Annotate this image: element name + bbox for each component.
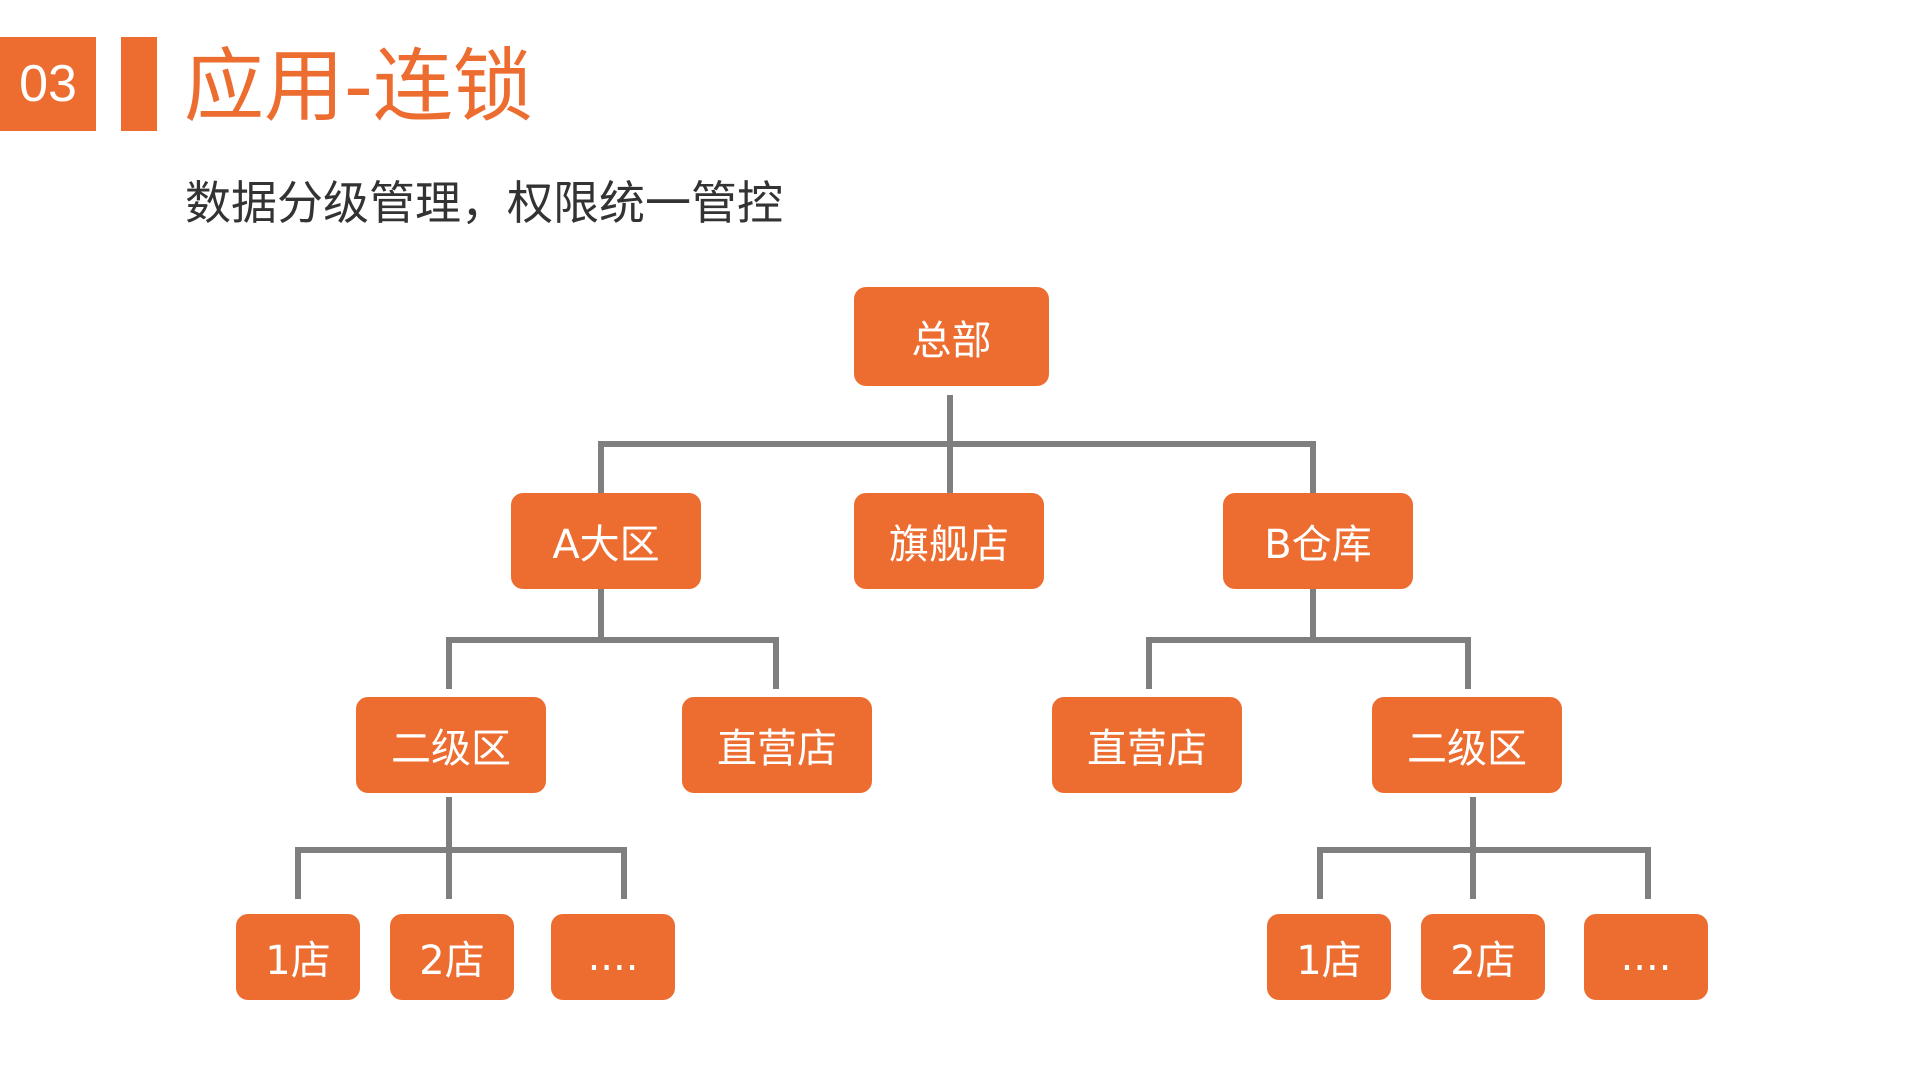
page-title: 应用-连锁 xyxy=(184,40,533,133)
node-region-a: A大区 xyxy=(511,493,701,589)
connector-region-a xyxy=(446,589,779,689)
node-b-store-2: 2店 xyxy=(1421,914,1545,1000)
section-number: 03 xyxy=(0,37,96,131)
node-a-direct-store: 直营店 xyxy=(682,697,872,793)
node-flagship-store: 旗舰店 xyxy=(854,493,1044,589)
connector-a-sub-region xyxy=(295,797,627,899)
node-a-more-stores: .... xyxy=(551,914,675,1000)
connector-b-sub-region xyxy=(1317,797,1651,899)
node-b-direct-store: 直营店 xyxy=(1052,697,1242,793)
node-b-store-1: 1店 xyxy=(1267,914,1391,1000)
node-b-sub-region: 二级区 xyxy=(1372,697,1562,793)
node-a-store-1: 1店 xyxy=(236,914,360,1000)
node-b-more-stores: .... xyxy=(1584,914,1708,1000)
connector-root xyxy=(598,395,1316,493)
page-subtitle: 数据分级管理，权限统一管控 xyxy=(185,176,783,230)
node-warehouse-b: B仓库 xyxy=(1223,493,1413,589)
node-a-store-2: 2店 xyxy=(390,914,514,1000)
connector-warehouse-b xyxy=(1146,589,1471,689)
node-headquarters: 总部 xyxy=(854,287,1049,386)
title-accent-bar xyxy=(121,37,157,131)
node-a-sub-region: 二级区 xyxy=(356,697,546,793)
